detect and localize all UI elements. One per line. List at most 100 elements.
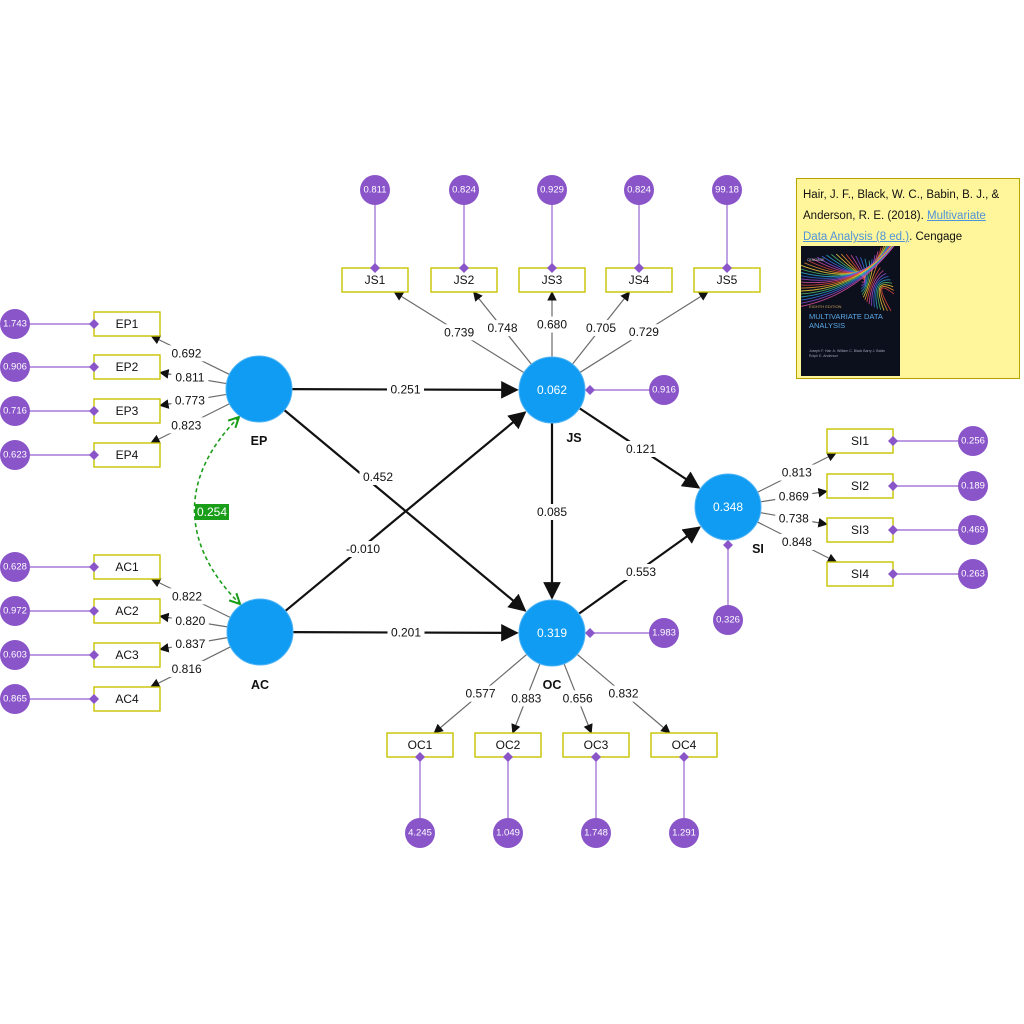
outer-loading: 0.813 [782,466,812,480]
indicator-label: JS3 [542,273,563,287]
stat-value: 0.906 [3,362,27,373]
indicator-box-si1 [826,428,894,454]
indicator-box-ep1 [93,311,161,337]
outer-loading: 0.820 [175,614,205,628]
outer-loading: 0.748 [487,321,517,335]
book-art-stroke [801,246,894,295]
indicator-box-oc3 [562,732,630,758]
stat-connector-diamond [722,263,732,273]
outer-loading-bg [483,320,521,337]
book-art-stroke [801,246,894,298]
outer-loading: 0.869 [779,490,809,504]
construct-r2-value: 0.062 [537,383,567,397]
construct-r2-value: 0.348 [713,500,743,514]
path-coefficient-bg [622,564,660,580]
outer-loading-bg [605,685,643,702]
outer-loading-bg [775,510,813,527]
stat-value: 99.18 [715,185,739,196]
indicator-label: SI2 [851,479,869,493]
indicator-label: OC4 [672,738,697,752]
construct-node-ep [225,355,293,423]
outer-loading: 0.656 [563,691,593,705]
book-art-stroke [801,246,895,304]
indicator-box-ac2 [93,598,161,624]
construct-label: OC [543,678,562,692]
indicator-box-ac1 [93,554,161,580]
stat-connector-diamond [89,694,99,704]
stat-circle [360,175,390,205]
path-coefficient-bg [387,624,425,641]
error-connector-diamond [723,540,733,550]
stat-connector-diamond [89,406,99,416]
construct-label: AC [251,678,269,692]
book-art-stroke [866,267,881,303]
indicator-box-si4 [826,561,894,587]
stat-circle [669,818,699,848]
stat-connector-diamond [89,362,99,372]
outer-loading-bg [461,685,499,702]
indicator-label: SI4 [851,567,869,581]
path-coefficient: -0.010 [346,542,380,556]
book-art-stroke [801,246,892,286]
path-coefficient: 0.121 [626,442,656,456]
path-coefficient: 0.201 [391,626,421,640]
book-art-stroke [801,246,895,307]
error-circle-oc [649,618,679,648]
stat-circle [0,640,30,670]
book-authors: Joseph F. Hair Jr. William C. Black Barr… [809,349,886,358]
stat-connector-diamond [888,569,898,579]
book-art-stroke [864,264,878,300]
stat-circle [405,818,435,848]
outer-loading-bg [625,324,663,341]
outer-loading: 0.773 [175,394,205,408]
book-art-stroke [878,284,894,311]
stat-value: 0.628 [3,562,27,573]
stat-connector-diamond [591,752,601,762]
outer-loading: 0.705 [586,321,616,335]
outer-loading: 0.692 [171,346,201,360]
stat-circle [0,440,30,470]
stat-circle [958,515,988,545]
book-art-stroke [861,258,868,293]
stat-circle [0,352,30,382]
citation-link[interactable]: Multivariate Data Analysis (8 ed.) [803,210,986,243]
book-art-stroke [801,246,892,284]
stat-value: 1.743 [3,319,27,330]
indicator-label: JS1 [365,273,386,287]
stat-circle [449,175,479,205]
book-edition: EIGHTH EDITION [809,304,842,309]
error-value: 0.916 [652,385,676,396]
stat-connector-diamond [89,650,99,660]
outer-loading-bg [171,369,209,386]
stat-connector-diamond [634,263,644,273]
stat-value: 0.811 [363,185,386,196]
outer-loading: 0.739 [444,325,474,339]
stat-value: 0.716 [3,406,27,417]
path-coefficient-bg [341,541,385,557]
outer-loading: 0.577 [465,687,495,701]
outer-loading-bg [775,488,813,505]
book-art-stroke [801,246,893,289]
outer-loading: 0.837 [175,637,205,651]
outer-loading: 0.848 [782,535,812,549]
book-cover-image: CENGAGE EIGHTH EDITION MULTIVARIATE DATA… [801,246,900,376]
construct-label: EP [251,434,268,448]
book-publisher: CENGAGE [807,258,825,262]
stat-value: 0.865 [3,694,27,705]
indicator-label: AC2 [115,604,139,618]
outer-loading-bg [440,324,478,341]
path-coefficient: 0.085 [537,505,567,519]
outer-loading: 0.883 [511,691,541,705]
construct-node-js [518,356,586,424]
stat-value: 0.263 [961,569,985,580]
book-art-stroke [880,286,895,312]
construct-node-ac [226,598,294,666]
stat-connector-diamond [888,525,898,535]
construct-label: SI [752,542,764,556]
construct-node-oc [518,599,586,667]
indicator-box-si2 [826,473,894,499]
indicator-box-ep2 [93,354,161,380]
stat-circle [0,684,30,714]
error-value: 0.326 [716,615,740,626]
indicator-box-ep3 [93,398,161,424]
